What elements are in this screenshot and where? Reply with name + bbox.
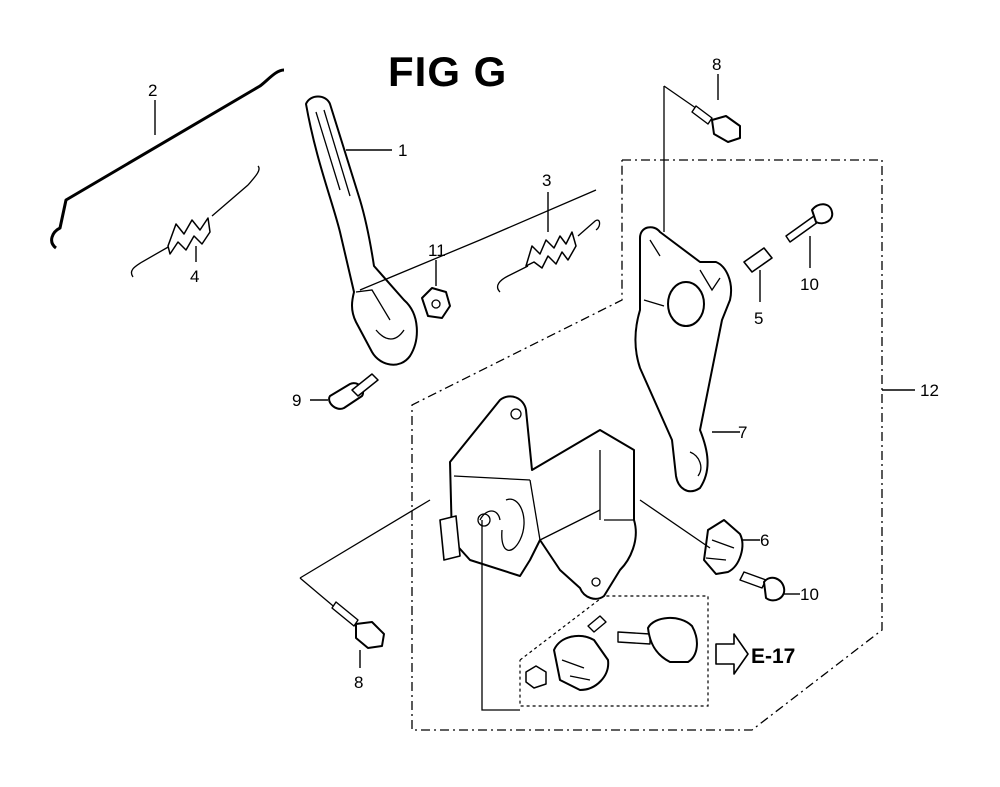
part-8-bolt-top xyxy=(663,74,741,143)
callout-10-lower: 10 xyxy=(800,585,819,604)
part-4-spring xyxy=(130,165,260,278)
callout-6: 6 xyxy=(760,531,769,550)
reference-arrow: E-17 xyxy=(715,633,795,675)
callout-3: 3 xyxy=(542,171,551,190)
part-7-plate xyxy=(634,226,740,493)
callout-8-bottom: 8 xyxy=(354,673,363,692)
reference-label: E-17 xyxy=(751,645,795,668)
callout-8-top: 8 xyxy=(712,55,721,74)
callout-4: 4 xyxy=(190,267,199,286)
callout-7: 7 xyxy=(738,423,747,442)
leader-lines xyxy=(299,86,711,711)
callout-labels: 2 4 1 11 9 3 8 5 10 12 7 6 10 8 xyxy=(148,55,939,692)
part-5-spacer xyxy=(743,247,773,302)
part-10-bolt-lower xyxy=(739,571,800,602)
sub-assembly xyxy=(519,595,709,707)
callout-5: 5 xyxy=(754,309,763,328)
part-9-bolt xyxy=(310,373,379,410)
callout-2: 2 xyxy=(148,81,157,100)
part-10-bolt-top xyxy=(785,203,834,268)
callout-1: 1 xyxy=(398,141,407,160)
part-8-bolt-bottom xyxy=(299,577,385,668)
main-bracket xyxy=(439,395,637,600)
callout-10-top: 10 xyxy=(800,275,819,294)
part-1-lever xyxy=(305,95,418,366)
figure-title: FIG G xyxy=(388,48,508,95)
part-6-clip xyxy=(703,519,760,575)
part-2-rod xyxy=(50,68,285,250)
part-3-spring xyxy=(496,192,601,293)
callout-12: 12 xyxy=(920,381,939,400)
part-11-nut xyxy=(421,260,451,319)
callout-9: 9 xyxy=(292,391,301,410)
assembly-boundary xyxy=(411,159,915,731)
callout-11: 11 xyxy=(428,241,446,260)
